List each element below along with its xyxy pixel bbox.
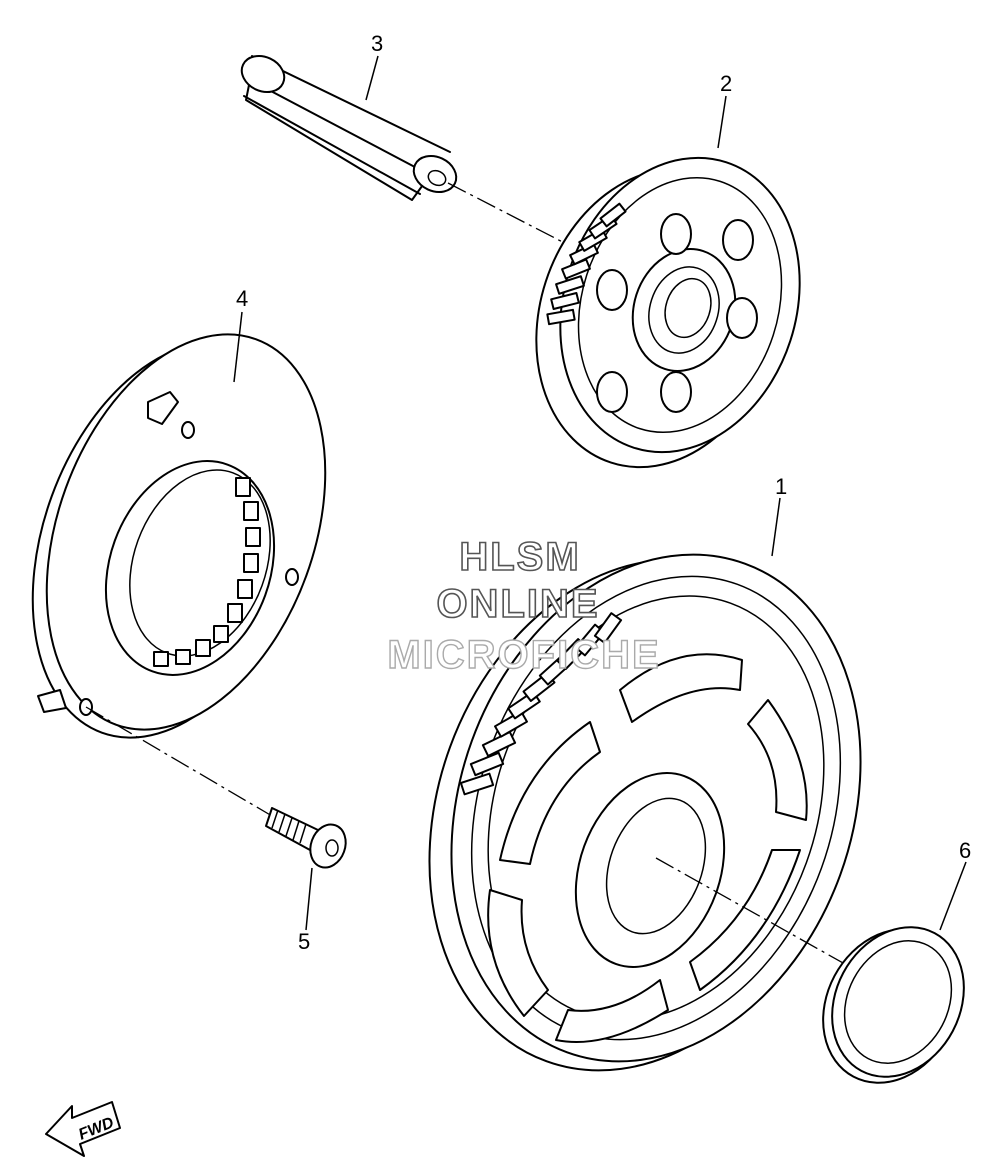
leader-lines	[233, 55, 967, 931]
callout-part-3: 3	[371, 31, 383, 56]
axis-line-gear	[655, 857, 853, 969]
axis-line-shaft	[447, 182, 583, 253]
part-1-starter-wheel-gear	[428, 553, 862, 1072]
callout-part-5: 5	[298, 929, 310, 954]
watermark-line-1: HLSM	[459, 535, 580, 579]
part-3-shaft	[240, 55, 458, 201]
part-6-washer	[822, 926, 965, 1084]
watermark-line-2: ONLINE	[436, 582, 599, 626]
callout-part-1: 1	[775, 474, 787, 499]
roller-ring	[153, 477, 261, 667]
axis-line-bolt	[85, 706, 273, 817]
callout-part-6: 6	[959, 838, 971, 863]
gear-teeth-large	[459, 612, 623, 796]
watermark: HLSM ONLINE MICROFICHE	[387, 534, 660, 678]
callout-part-4: 4	[236, 286, 248, 311]
gear-teeth-small	[546, 202, 627, 326]
callout-part-2: 2	[720, 71, 732, 96]
watermark-line-3: MICROFICHE	[387, 633, 660, 677]
fwd-direction-arrow: FWD	[45, 1101, 121, 1157]
part-4-clutch-housing	[31, 333, 327, 739]
part-2-gear	[535, 156, 801, 469]
part-5-bolt	[265, 807, 347, 869]
